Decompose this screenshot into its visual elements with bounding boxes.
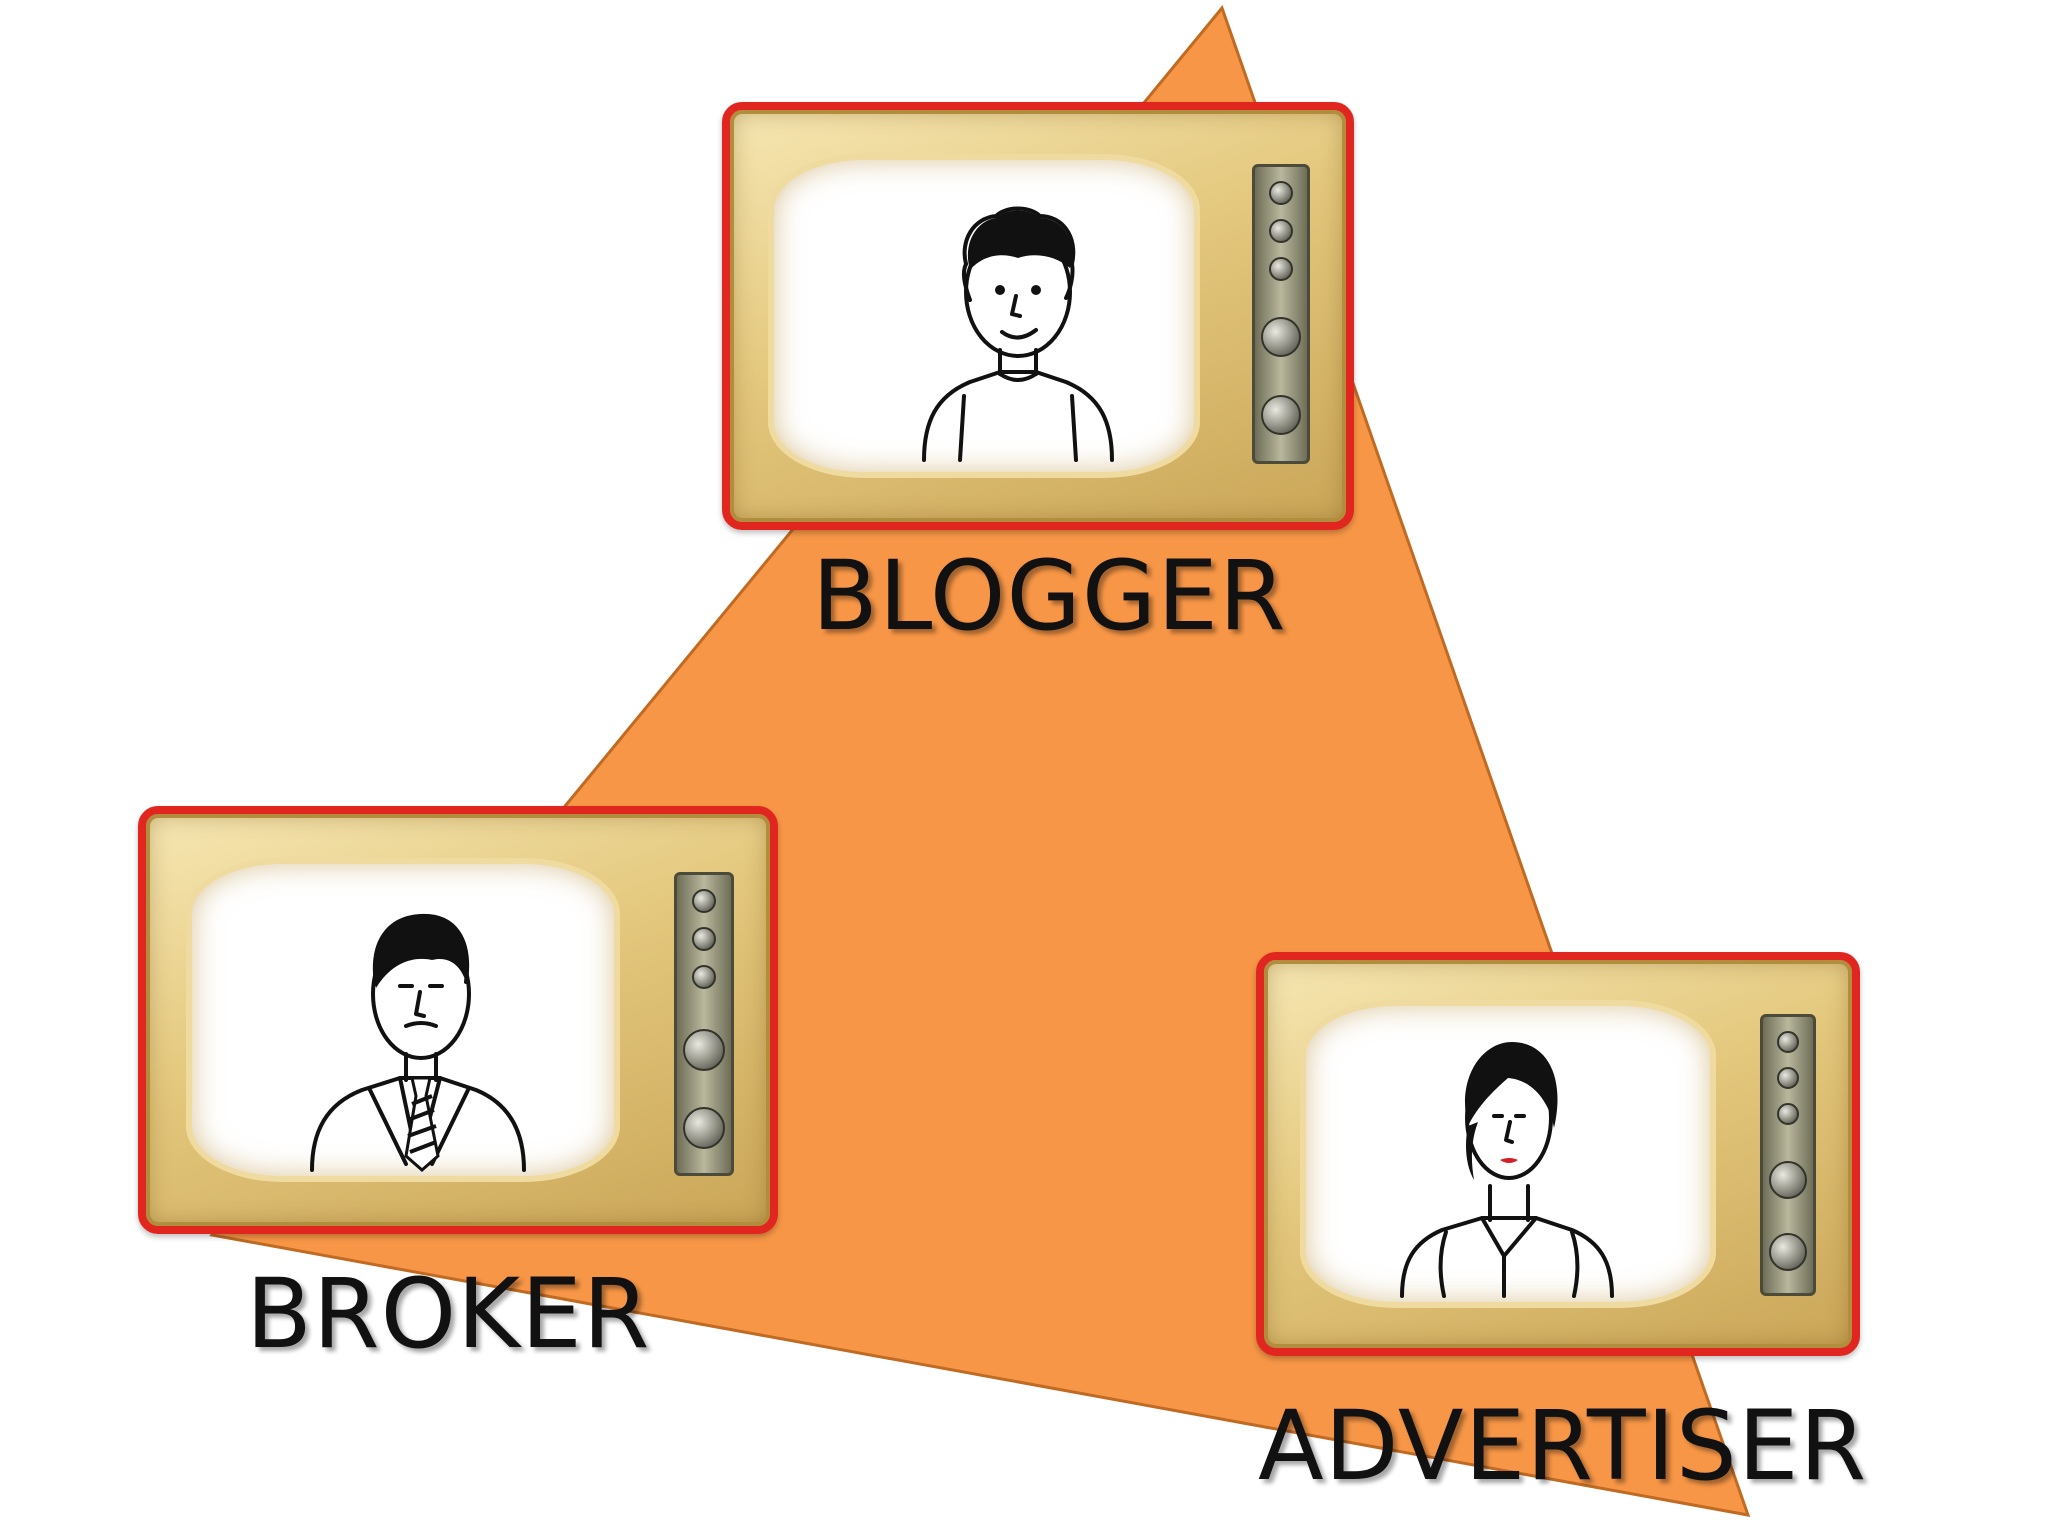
tv-control-panel	[1252, 164, 1310, 464]
tv-knob-icon	[1777, 1067, 1799, 1089]
tv-knob-icon	[1269, 181, 1293, 205]
tv-knob-icon	[692, 927, 716, 951]
tv-advertiser	[1256, 952, 1860, 1356]
advertiser-portrait-icon	[1400, 1042, 1614, 1298]
tv-knob-icon	[1777, 1103, 1799, 1125]
tv-dial-icon	[1261, 395, 1301, 435]
broker-portrait-icon	[310, 913, 526, 1172]
tv-dial-icon	[683, 1107, 725, 1149]
node-label-advertiser: ADVERTISER	[1258, 1390, 1868, 1502]
tv-dial-icon	[1769, 1233, 1807, 1271]
tv-broker	[138, 806, 778, 1234]
tv-knob-icon	[1269, 257, 1293, 281]
node-label-broker: BROKER	[246, 1258, 651, 1370]
tv-screen	[774, 160, 1194, 472]
blogger-portrait-icon	[922, 206, 1114, 462]
tv-control-panel	[674, 872, 734, 1176]
tv-screen	[192, 864, 614, 1176]
tv-control-panel	[1760, 1014, 1816, 1296]
tv-dial-icon	[683, 1029, 725, 1071]
node-label-blogger: BLOGGER	[812, 540, 1287, 652]
tv-dial-icon	[1769, 1161, 1807, 1199]
tv-knob-icon	[692, 889, 716, 913]
tv-knob-icon	[1269, 219, 1293, 243]
tv-knob-icon	[692, 965, 716, 989]
tv-screen	[1306, 1006, 1710, 1302]
tv-knob-icon	[1777, 1031, 1799, 1053]
tv-dial-icon	[1261, 317, 1301, 357]
tv-blogger	[722, 102, 1354, 530]
